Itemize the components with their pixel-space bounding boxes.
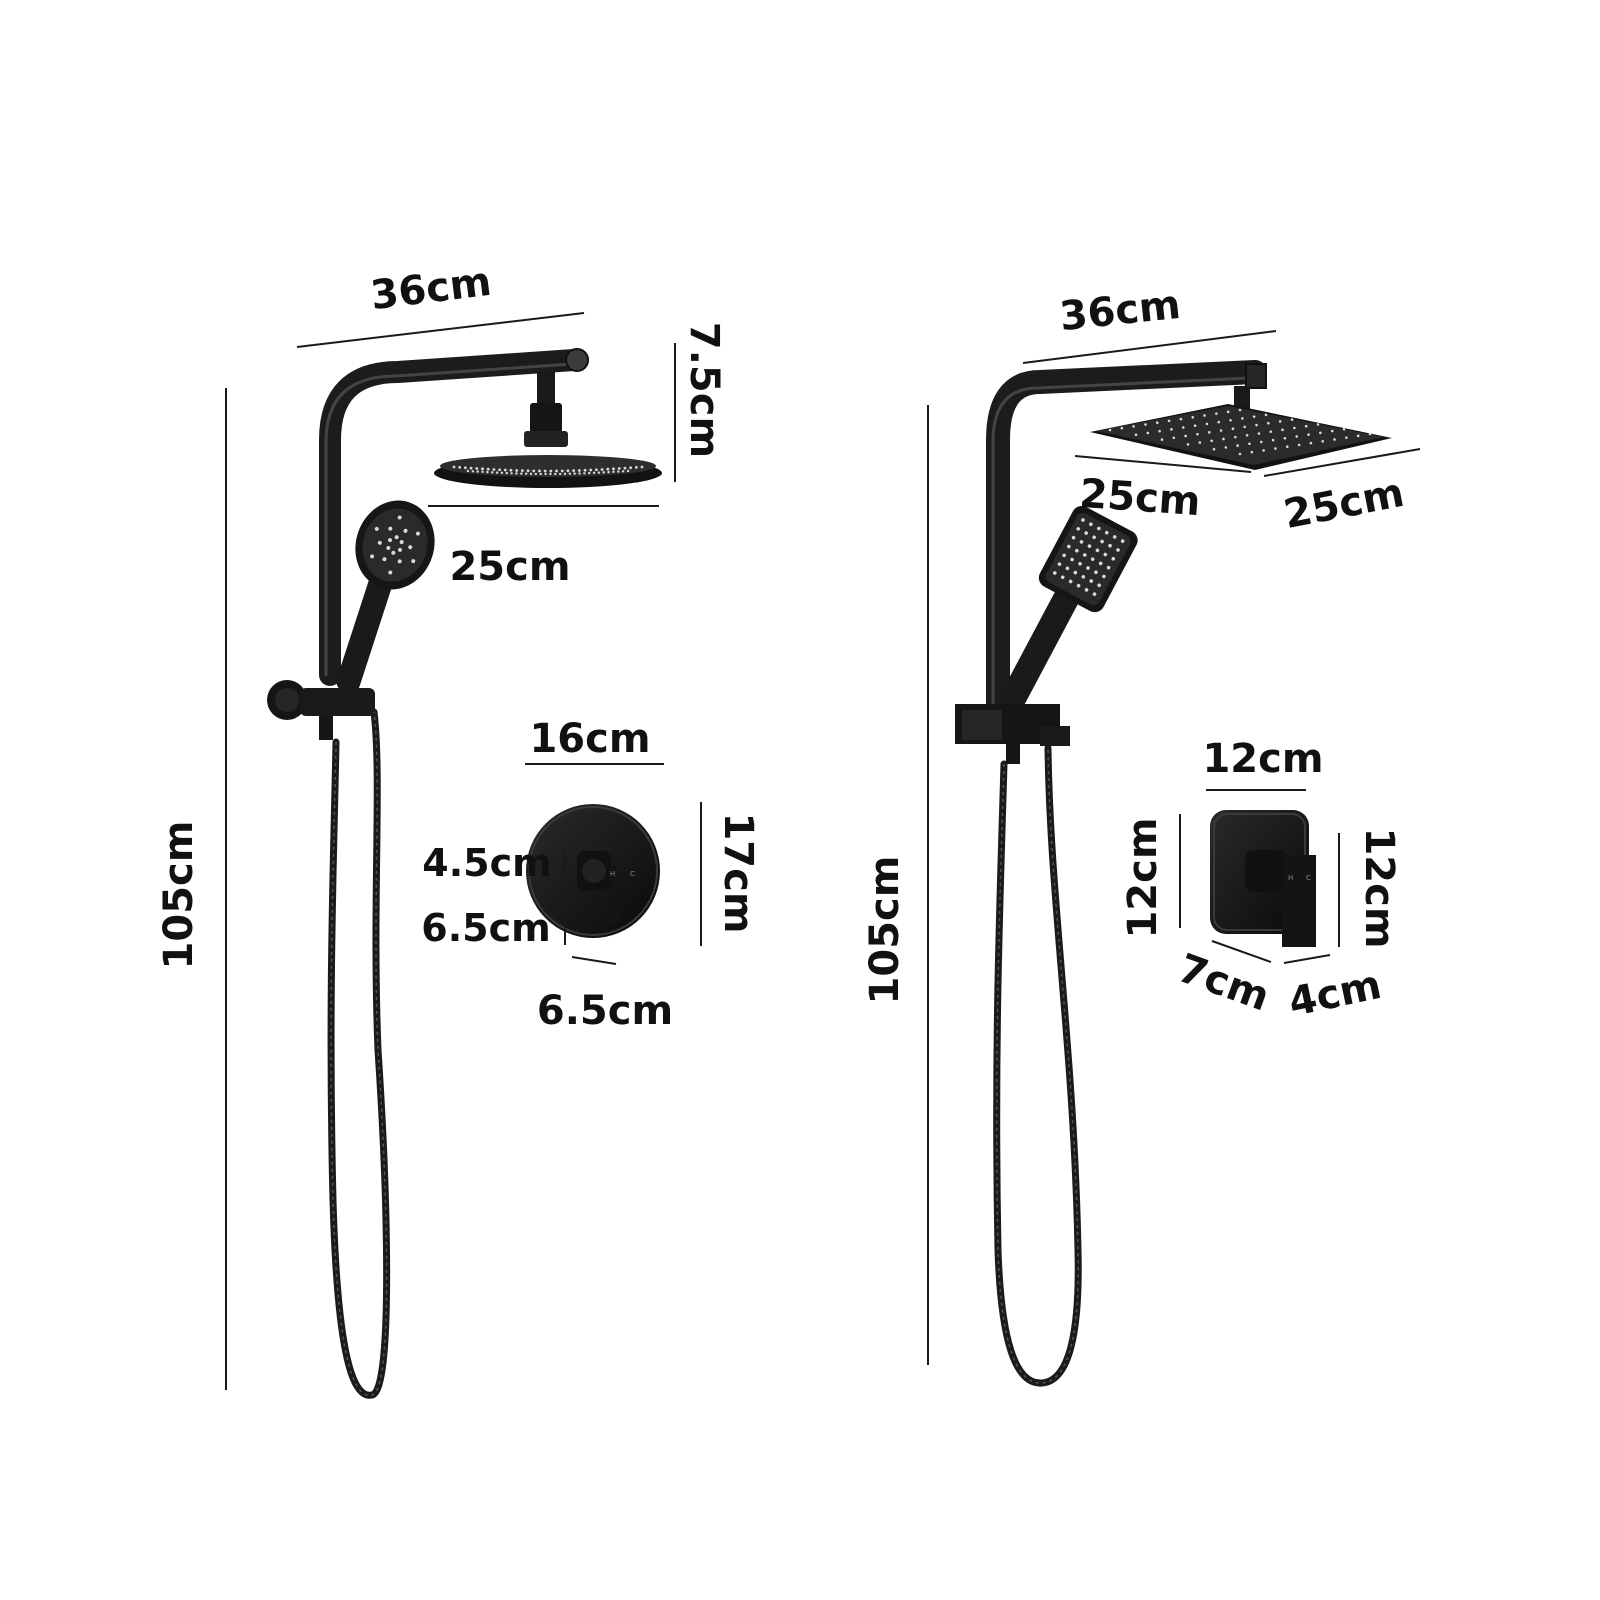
dim-right-head-depth: 25cm xyxy=(1078,471,1202,525)
round-hand-shower xyxy=(336,500,435,693)
dim-left-mixer-depth: 6.5cm xyxy=(537,988,673,1034)
round-wall-bracket xyxy=(267,680,375,740)
square-arm-end-cap xyxy=(1245,363,1267,389)
dim-right-mixer-height-right: 12cm xyxy=(1356,827,1402,948)
arm-end-cap xyxy=(565,348,589,372)
square-shower-set: H C xyxy=(955,360,1392,1387)
svg-text:H: H xyxy=(610,870,615,878)
svg-text:C: C xyxy=(630,870,635,878)
dim-right-head-width: 25cm xyxy=(1280,470,1408,538)
dim-right-mixer-height-left: 12cm xyxy=(1120,817,1166,938)
svg-text:C: C xyxy=(1306,874,1311,882)
svg-text:H: H xyxy=(1288,874,1293,882)
round-head-connector xyxy=(537,372,555,407)
dim-left-handle-offset: 4.5cm xyxy=(422,841,551,885)
square-mixer-lever xyxy=(1282,855,1316,947)
dim-left-head-height: 7.5cm xyxy=(681,322,727,458)
square-mixer: H C xyxy=(1210,810,1316,947)
dim-right-arm-width: 36cm xyxy=(1058,282,1183,340)
square-mixer-body xyxy=(1245,850,1287,892)
square-wall-bracket xyxy=(955,704,1070,764)
dimension-lines xyxy=(225,312,1421,1390)
dim-right-handle-length: 4cm xyxy=(1285,962,1386,1026)
round-mixer-lever xyxy=(610,866,618,926)
dim-left-mixer-height: 17cm xyxy=(715,812,761,933)
dim-left-mixer-width: 16cm xyxy=(529,716,650,762)
dim-left-handle-length: 6.5cm xyxy=(421,906,550,950)
round-shower-set: H C xyxy=(267,348,662,1399)
square-hand-shower xyxy=(1000,505,1138,709)
square-rain-head xyxy=(1090,404,1392,470)
round-rain-head xyxy=(434,455,662,488)
dim-left-arm-width: 36cm xyxy=(368,259,494,319)
dim-left-total-height: 105cm xyxy=(156,821,202,970)
dim-right-mixer-depth: 7cm xyxy=(1172,945,1275,1020)
round-mixer: H C xyxy=(526,804,660,938)
dim-right-total-height: 105cm xyxy=(862,856,908,1005)
dim-right-mixer-width: 12cm xyxy=(1202,736,1323,782)
square-hose xyxy=(993,744,1082,1387)
dim-left-head-diameter: 25cm xyxy=(449,544,570,590)
